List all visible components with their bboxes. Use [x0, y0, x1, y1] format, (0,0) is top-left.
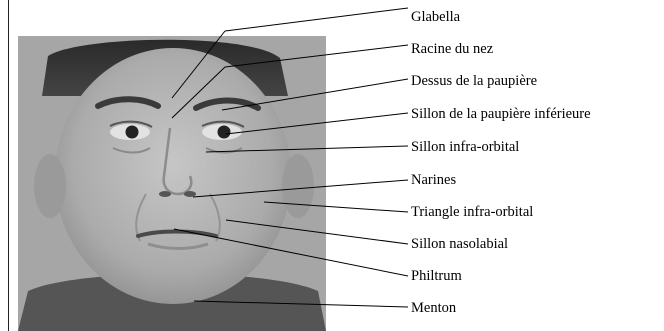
label-sillon-paupiere-inferieure: Sillon de la paupière inférieure — [411, 106, 591, 122]
label-menton: Menton — [411, 300, 456, 316]
label-racine-du-nez: Racine du nez — [411, 41, 493, 57]
label-philtrum: Philtrum — [411, 268, 462, 284]
label-sillon-infra-orbital: Sillon infra-orbital — [411, 139, 519, 155]
label-sillon-nasolabial: Sillon nasolabial — [411, 236, 508, 252]
label-glabella: Glabella — [411, 9, 460, 25]
label-dessus-paupiere: Dessus de la paupière — [411, 73, 537, 89]
label-triangle-infra-orbital: Triangle infra-orbital — [411, 204, 533, 220]
label-narines: Narines — [411, 172, 456, 188]
